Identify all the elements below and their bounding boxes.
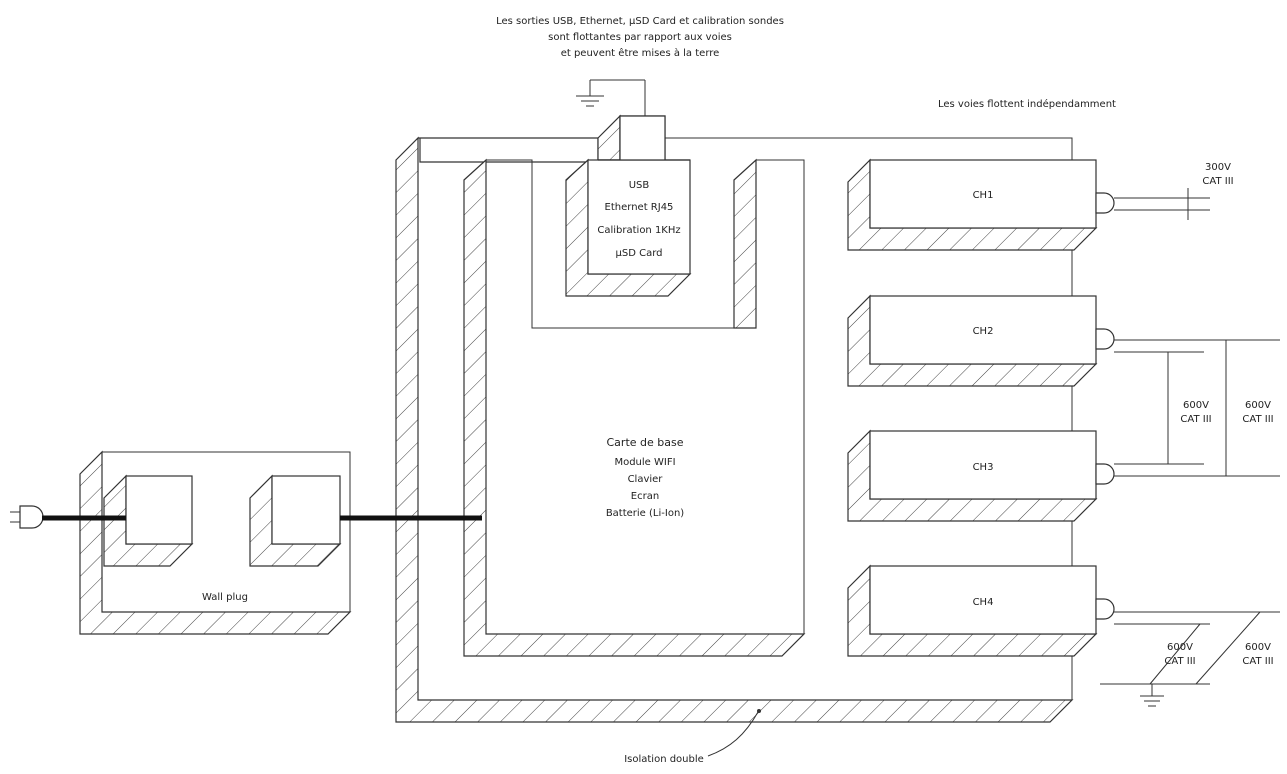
channels-note: Les voies flottent indépendamment: [938, 98, 1116, 110]
channel-ch2: [847, 294, 1115, 387]
base-board-screen: Ecran: [631, 491, 659, 502]
isolation-leader: [707, 709, 761, 757]
channel-ch1: [847, 158, 1115, 251]
top-note-line-3: et peuvent être mises à la terre: [561, 47, 720, 59]
io-calibration-label: Calibration 1KHz: [597, 225, 680, 236]
wall-plug-label: Wall plug: [202, 592, 248, 603]
ch4-ground-rating-voltage: 600V: [1167, 642, 1193, 653]
top-note-line-1: Les sorties USB, Ethernet, µSD Card et c…: [496, 16, 784, 27]
base-board-title: Carte de base: [607, 436, 684, 449]
base-board-wifi: Module WIFI: [614, 457, 675, 468]
channel-ch3: [847, 429, 1115, 522]
base-board-keyboard: Clavier: [628, 474, 664, 485]
io-ethernet-label: Ethernet RJ45: [605, 202, 674, 213]
ch2-ch3-outer-rating-voltage: 600V: [1245, 400, 1271, 411]
ch4-ground-outer-rating-cat: CAT III: [1242, 656, 1273, 667]
base-board-battery: Batterie (Li-Ion): [606, 508, 684, 519]
wall-plug-enclosure: [79, 450, 352, 635]
ch4-ground-rating-lines: [1100, 611, 1280, 685]
ground-icon-top: [576, 79, 646, 116]
isolation-label: Isolation double: [624, 754, 704, 765]
ch1-rating-cat: CAT III: [1202, 176, 1233, 187]
io-block: [565, 115, 692, 297]
channel-ch4: [847, 564, 1115, 657]
plug-icon: [10, 505, 44, 529]
ch2-ch3-outer-rating-cat: CAT III: [1242, 414, 1273, 425]
ch2-ch3-rating-lines: [1114, 339, 1280, 477]
ch2-ch3-rating-cat: CAT III: [1180, 414, 1211, 425]
ch1-label: CH1: [973, 190, 994, 201]
ch2-ch3-rating-voltage: 600V: [1183, 400, 1209, 411]
ch2-label: CH2: [973, 326, 994, 337]
top-note-line-2: sont flottantes par rapport aux voies: [548, 32, 732, 43]
io-usb-label: USB: [629, 180, 650, 191]
ch4-ground-outer-rating-voltage: 600V: [1245, 642, 1271, 653]
ch4-label: CH4: [973, 597, 994, 608]
ground-icon-bottom: [1140, 684, 1164, 707]
ch3-label: CH3: [973, 462, 994, 473]
io-usd-label: µSD Card: [616, 248, 663, 259]
ch4-ground-rating-cat: CAT III: [1164, 656, 1195, 667]
ch1-rating-voltage: 300V: [1205, 162, 1231, 173]
ch1-rating-lines: [1114, 188, 1210, 220]
base-board: [463, 158, 806, 657]
